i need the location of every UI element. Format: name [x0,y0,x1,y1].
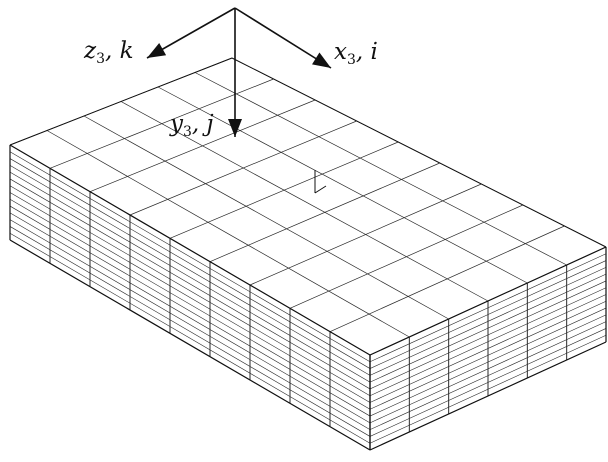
mesh-right-face [369,246,607,451]
z-axis-arrow-arrowhead [147,43,167,58]
left-layer-line [9,165,371,376]
outline-edge [9,57,233,146]
axis-label-z: z3, k [83,38,134,67]
axis-label-y: y3, j [169,111,214,140]
x-axis-arrow-arrowhead [312,52,331,68]
left-layer-line [9,232,371,444]
mesh-left-face [9,144,371,451]
top-grid-line [120,101,489,302]
top-grid-line [46,130,410,338]
x-axis-arrow-shaft [234,7,332,69]
top-grid-line [157,86,528,284]
mesh-top-face [9,57,607,356]
outline-edge [369,246,607,356]
outline-edge [9,144,371,356]
left-layer-line [9,158,371,369]
coordinate-axes [146,7,332,137]
axis-label-x: x3, i [334,39,378,68]
left-layer-line [9,192,371,403]
left-layer-line [9,212,371,424]
left-layer-line [9,226,371,437]
left-layer-line [9,205,371,417]
y-axis-arrow-arrowhead [228,119,242,137]
left-layer-line [9,178,371,390]
top-grid-line [83,115,449,320]
mesh-outline [9,57,607,451]
top-grid-line [194,72,567,266]
left-layer-line [9,199,371,410]
left-layer-line [9,171,371,383]
center-marker-line [314,185,327,194]
outline-edge [231,57,607,248]
left-layer-line [9,151,371,363]
outline-edge [9,239,371,451]
outline-edge [369,341,607,451]
left-layer-line [9,185,371,396]
left-layer-line [9,219,371,430]
center-marker [314,170,327,194]
